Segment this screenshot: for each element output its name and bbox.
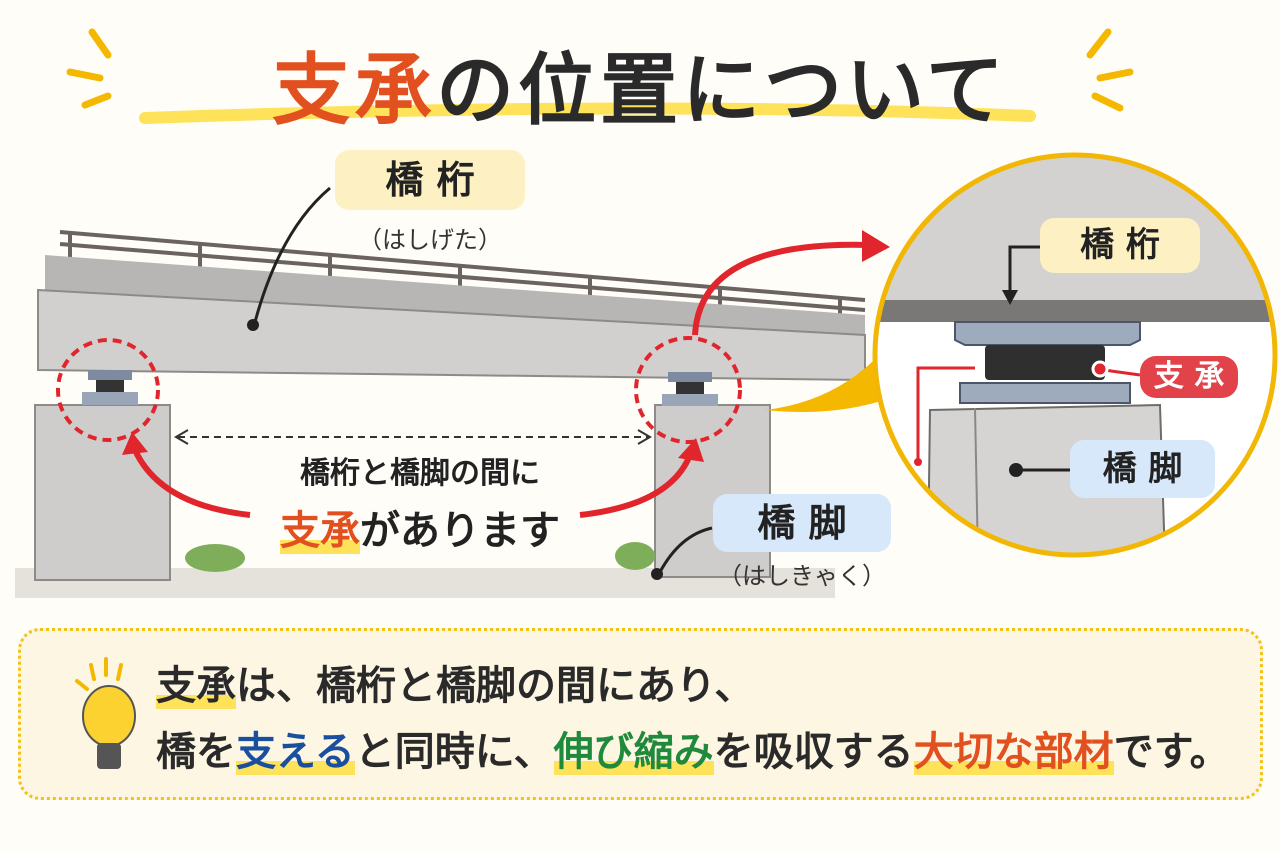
title-underline: [139, 102, 1036, 124]
info-keyword-expansion: 伸び縮み: [553, 729, 714, 775]
girder-reading: （はしげた）: [358, 226, 502, 254]
zoom-girder-label: 橋 桁: [1040, 218, 1200, 273]
bearing-right: [662, 372, 718, 406]
highlight-circle-left: [56, 338, 160, 442]
caption-rest: があります: [360, 508, 560, 554]
lightbulb-icon: [75, 657, 136, 769]
info-text: を吸収する: [713, 729, 914, 775]
caption-line-1: 橋桁と橋脚の間に: [300, 456, 540, 491]
pier-label: 橋 脚: [713, 494, 891, 552]
arrow-to-left-bearing: [132, 448, 251, 518]
info-text: です。: [1113, 729, 1230, 775]
info-keyword-important: 大切な部材: [913, 729, 1114, 775]
arrow-to-right-bearing: [579, 453, 693, 518]
arrow-to-zoom: [692, 241, 871, 336]
spark-left-icon: [66, 28, 112, 109]
info-text: は、橋桁と橋脚の間にあり、: [236, 663, 755, 709]
girder-leader-line: [253, 186, 331, 323]
zoom-pier-label: 橋 脚: [1070, 440, 1215, 498]
pier-left: [34, 404, 171, 581]
zoom-circle: [872, 152, 1278, 558]
info-keyword-support: 支える: [236, 729, 355, 775]
bearing-marker: [1091, 360, 1109, 378]
info-line-2: 橋を支えると同時に、伸び縮みを吸収する大切な部材です。: [156, 719, 1230, 777]
info-text: と同時に、: [354, 729, 554, 775]
title-accent: 支承: [272, 46, 437, 136]
info-text: 橋を: [156, 729, 236, 775]
girder-label: 橋 桁: [335, 150, 525, 210]
info-term: 支承: [156, 663, 236, 709]
spark-right-icon: [1086, 28, 1134, 112]
info-line-1: 支承は、橋桁と橋脚の間にあり、: [156, 653, 754, 711]
zoom-bearing-label: 支 承: [1140, 356, 1238, 398]
title-rest: の位置について: [436, 46, 1008, 136]
bearing-left: [82, 370, 138, 405]
pier-reading: （はしきゃく）: [718, 562, 886, 590]
zoom-girder-leader: [1008, 245, 1040, 295]
highlight-circle-right: [634, 336, 742, 444]
caption-accent: 支承: [280, 508, 360, 554]
railing: [59, 230, 866, 314]
pier-leader-line: [658, 526, 713, 573]
bridge-deck: [45, 255, 865, 335]
page-title: 支承の位置について: [0, 28, 1280, 140]
bearing-location-caption: 橋桁と橋脚の間に 支承があります: [200, 448, 640, 556]
info-box: 支承は、橋桁と橋脚の間にあり、 橋を支えると同時に、伸び縮みを吸収する大切な部材…: [18, 628, 1263, 800]
